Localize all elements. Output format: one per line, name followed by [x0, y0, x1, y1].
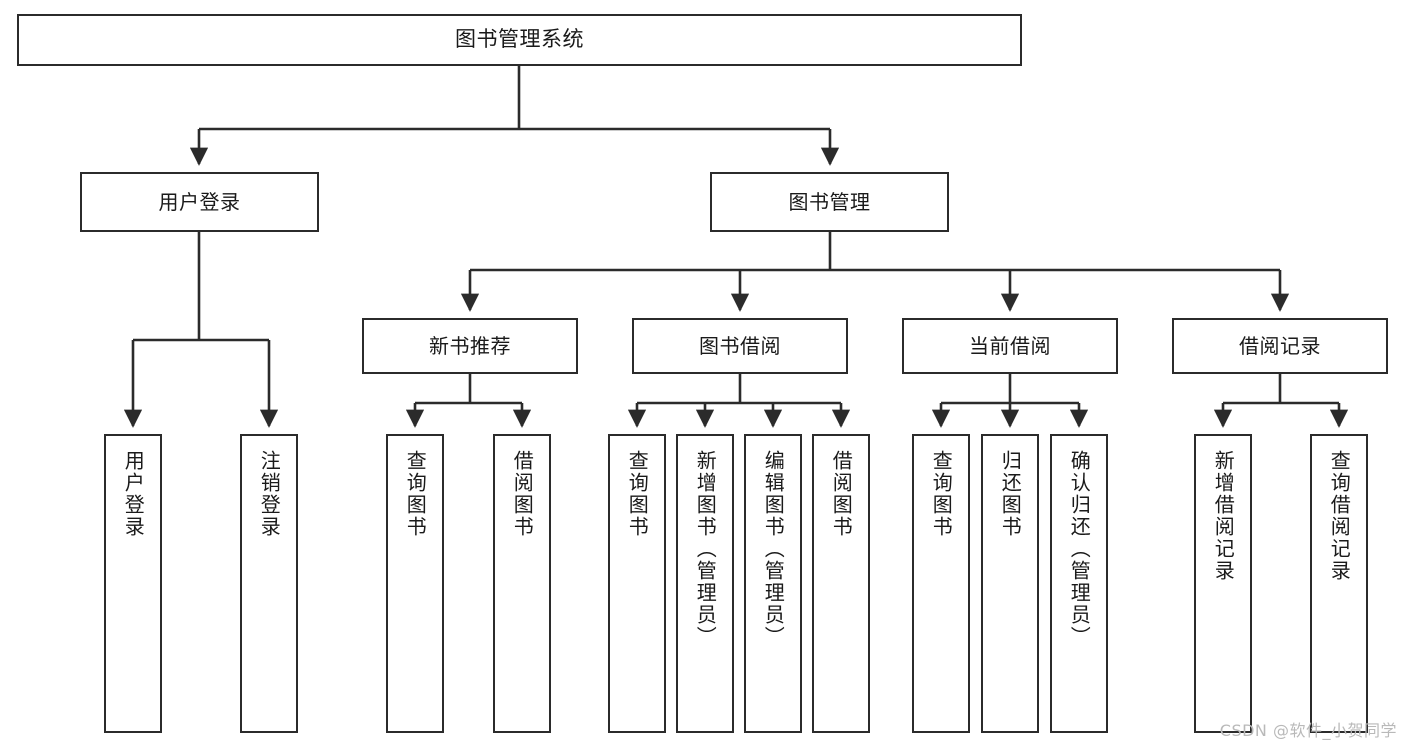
node-leaf-add-book-admin[interactable]: 新增图书（管理员） — [676, 434, 734, 733]
node-label: 图书管理 — [788, 190, 871, 214]
node-label: 新增借阅记录 — [1211, 450, 1236, 582]
node-subbranch-book-borrow[interactable]: 图书借阅 — [632, 318, 848, 374]
node-label: 新书推荐 — [429, 334, 511, 358]
node-leaf-query-book-recommend[interactable]: 查询图书 — [386, 434, 444, 733]
node-label: 归还图书 — [998, 450, 1023, 538]
node-label: 查询图书 — [625, 450, 650, 538]
node-leaf-edit-book-admin[interactable]: 编辑图书（管理员） — [744, 434, 802, 733]
node-subbranch-current-borrow[interactable]: 当前借阅 — [902, 318, 1118, 374]
edge-borrow-to-leaves — [627, 374, 851, 428]
node-branch-book-management[interactable]: 图书管理 — [710, 172, 949, 232]
node-leaf-query-book-current[interactable]: 查询图书 — [912, 434, 970, 733]
node-leaf-add-borrow-record[interactable]: 新增借阅记录 — [1194, 434, 1252, 733]
watermark-text: CSDN @软件_小贺同学 — [1219, 721, 1397, 740]
node-label: 新增图书（管理员） — [693, 450, 718, 648]
node-label: 用户登录 — [121, 450, 146, 538]
node-leaf-user-login[interactable]: 用户登录 — [104, 434, 162, 733]
node-label: 编辑图书（管理员） — [761, 450, 786, 648]
edge-newbook-to-leaves — [405, 374, 532, 428]
node-root-system[interactable]: 图书管理系统 — [17, 14, 1022, 66]
node-leaf-query-book-borrow[interactable]: 查询图书 — [608, 434, 666, 733]
node-label: 查询借阅记录 — [1327, 450, 1352, 582]
node-subbranch-borrow-records[interactable]: 借阅记录 — [1172, 318, 1388, 374]
node-label: 图书借阅 — [699, 334, 781, 358]
edge-root-to-branches — [189, 66, 840, 166]
node-label: 确认归还（管理员） — [1067, 450, 1092, 648]
node-label: 图书管理系统 — [455, 27, 584, 52]
node-label: 用户登录 — [158, 190, 241, 214]
node-label: 借阅图书 — [510, 450, 535, 538]
node-label: 注销登录 — [257, 450, 282, 538]
edge-bookmgmt-to-subbranches — [460, 232, 1290, 312]
node-label: 查询图书 — [403, 450, 428, 538]
node-label: 当前借阅 — [969, 334, 1051, 358]
node-leaf-borrow-book-recommend[interactable]: 借阅图书 — [493, 434, 551, 733]
node-label: 借阅记录 — [1239, 334, 1321, 358]
node-leaf-query-borrow-record[interactable]: 查询借阅记录 — [1310, 434, 1368, 733]
node-label: 借阅图书 — [829, 450, 854, 538]
node-leaf-return-book[interactable]: 归还图书 — [981, 434, 1039, 733]
edge-userlogin-to-leaves — [123, 232, 279, 428]
node-label: 查询图书 — [929, 450, 954, 538]
node-leaf-confirm-return-admin[interactable]: 确认归还（管理员） — [1050, 434, 1108, 733]
node-leaf-borrow-book[interactable]: 借阅图书 — [812, 434, 870, 733]
edge-current-to-leaves — [931, 374, 1089, 428]
node-leaf-logout[interactable]: 注销登录 — [240, 434, 298, 733]
node-branch-user-login[interactable]: 用户登录 — [80, 172, 319, 232]
node-subbranch-new-book-recommend[interactable]: 新书推荐 — [362, 318, 578, 374]
edge-records-to-leaves — [1213, 374, 1349, 428]
